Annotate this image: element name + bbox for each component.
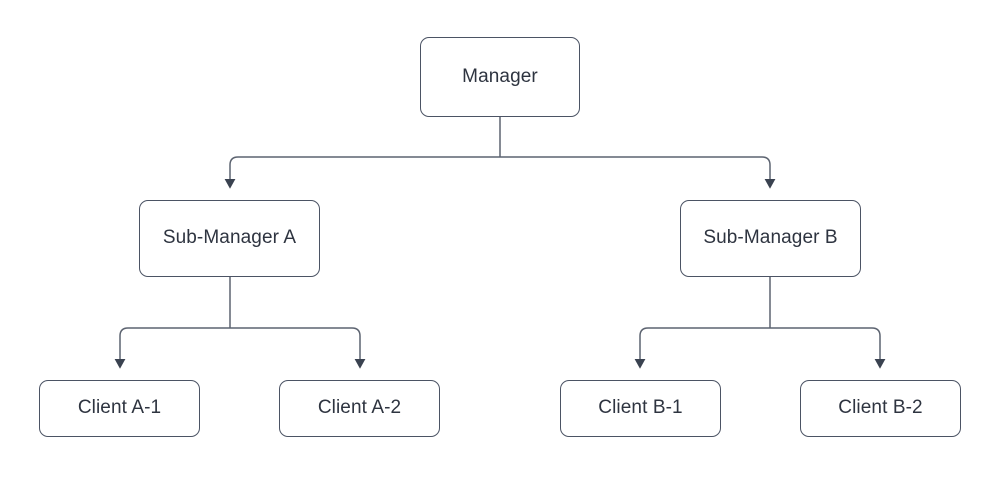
node-client-a1[interactable]: Client A-1	[39, 380, 200, 437]
node-client-b1[interactable]: Client B-1	[560, 380, 721, 437]
node-client-a2[interactable]: Client A-2	[279, 380, 440, 437]
edge-sub-manager-b-to-client-b2	[770, 327, 886, 369]
node-client-a2-label: Client A-2	[317, 397, 402, 419]
node-sub-manager-b[interactable]: Sub-Manager B	[680, 200, 861, 277]
node-sub-manager-a-label: Sub-Manager A	[162, 227, 297, 249]
edge-sub-manager-a-to-client-a2	[230, 327, 366, 369]
edge-manager-to-sub-manager-b	[500, 156, 776, 189]
node-sub-manager-b-label: Sub-Manager B	[703, 227, 838, 249]
edge-manager-to-sub-manager-a	[224, 156, 500, 189]
node-client-a1-label: Client A-1	[77, 397, 162, 419]
edge-sub-manager-a-to-client-a1	[114, 327, 230, 369]
node-manager-label: Manager	[462, 65, 538, 87]
edge-sub-manager-b-to-client-b1	[634, 327, 770, 369]
node-manager[interactable]: Manager	[420, 37, 580, 117]
node-client-b2-label: Client B-2	[838, 397, 923, 419]
node-sub-manager-a[interactable]: Sub-Manager A	[139, 200, 320, 277]
node-client-b1-label: Client B-1	[598, 397, 683, 419]
node-client-b2[interactable]: Client B-2	[800, 380, 961, 437]
